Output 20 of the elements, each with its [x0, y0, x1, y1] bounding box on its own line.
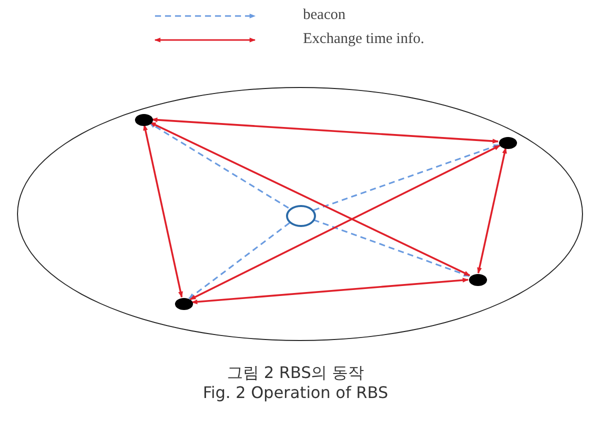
arrow	[191, 278, 469, 304]
caption-text: 그림 2 RBS의 동작	[226, 363, 366, 383]
node-dot	[499, 137, 517, 149]
legend-text: Exchange time info.	[303, 30, 424, 48]
boundary-ellipse	[17, 87, 583, 341]
legend-text: beacon	[303, 6, 346, 24]
node-dot	[135, 114, 153, 126]
node-dot	[469, 274, 487, 286]
arrow	[313, 219, 470, 277]
caption-text: Fig. 2 Operation of RBS	[202, 383, 390, 403]
arrow	[313, 144, 500, 211]
node-dot	[175, 298, 193, 310]
arrow	[188, 222, 290, 300]
arrow	[151, 118, 499, 144]
arrow	[190, 144, 500, 300]
arrow	[477, 147, 507, 274]
center-circle	[286, 205, 316, 227]
arrow	[149, 122, 289, 209]
arrow	[143, 124, 183, 298]
arrow	[150, 122, 470, 276]
